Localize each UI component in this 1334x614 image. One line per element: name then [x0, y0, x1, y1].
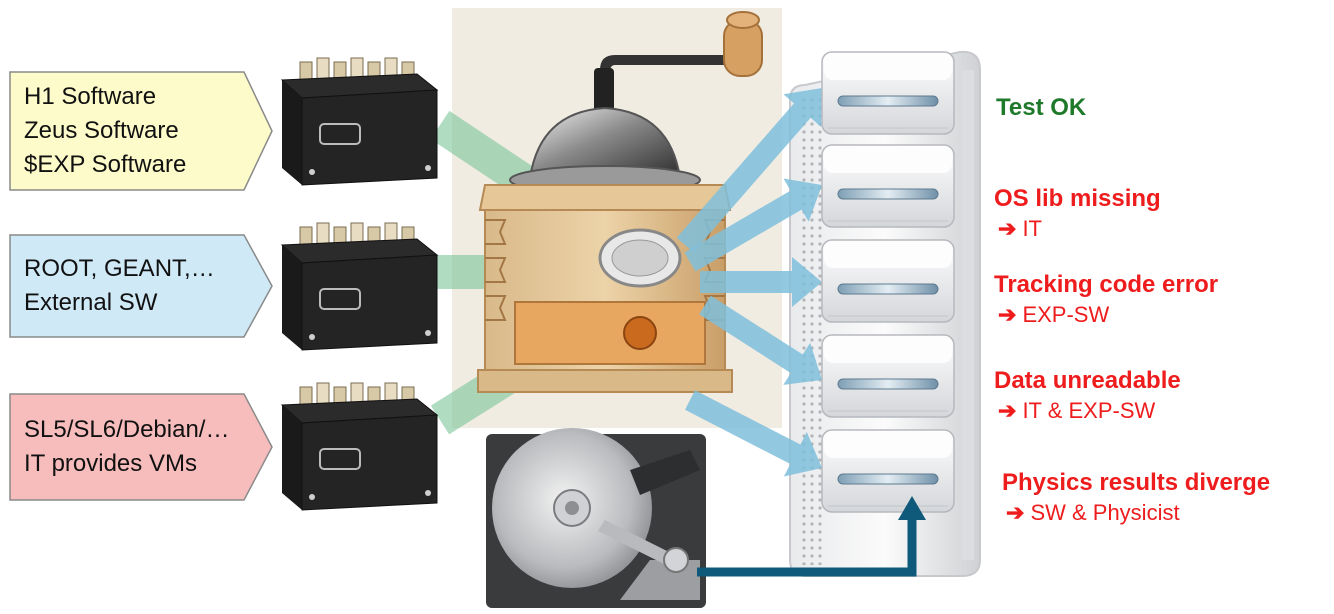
storage-link-arrow — [697, 520, 917, 577]
right-arrow-icon: ➔ — [998, 398, 1017, 423]
file-box-icon — [280, 222, 439, 351]
result-detail: ➔IT & EXP-SW — [994, 396, 1181, 426]
output-arrow-5 — [685, 390, 822, 477]
file-box-icon — [280, 382, 439, 511]
output-arrows — [676, 88, 822, 477]
file-box-icon — [280, 57, 439, 186]
input-tags — [9, 71, 273, 501]
output-arrow-1 — [676, 88, 822, 253]
coffee-grinder-icon — [477, 11, 763, 393]
result-owner: SW & Physicist — [1030, 500, 1180, 525]
result-title: Physics results diverge — [1002, 469, 1271, 496]
result-detail: ➔EXP-SW — [994, 300, 1218, 330]
input-tag-2-line: External SW — [24, 289, 158, 316]
input-tag-2-line: ROOT, GEANT,… — [24, 255, 215, 282]
result-4: Data unreadable➔IT & EXP-SW — [994, 366, 1181, 426]
result-detail: ➔IT — [994, 214, 1161, 244]
mac-mini-icon — [821, 429, 955, 513]
mac-mini-icon — [821, 334, 955, 418]
storage-link-arrowhead — [898, 496, 926, 520]
right-arrow-icon: ➔ — [998, 302, 1017, 327]
input-tag-1 — [9, 71, 273, 191]
result-owner: IT & EXP-SW — [1022, 398, 1156, 423]
input-tag-3-line: SL5/SL6/Debian/… — [24, 416, 230, 443]
right-arrow-icon: ➔ — [1006, 500, 1025, 525]
result-title: Test OK — [996, 94, 1087, 121]
result-detail: ➔SW & Physicist — [1002, 498, 1270, 528]
result-title: Tracking code error — [994, 271, 1219, 298]
input-tag-1-line: Zeus Software — [24, 117, 179, 144]
hard-disk-icon — [486, 428, 706, 608]
result-2: OS lib missing➔IT — [994, 184, 1161, 244]
input-tag-1-line: $EXP Software — [24, 151, 187, 178]
result-1: Test OK — [996, 93, 1086, 123]
input-tag-3-line: IT provides VMs — [24, 450, 197, 477]
input-tag-1-line: H1 Software — [24, 83, 157, 110]
right-arrow-icon: ➔ — [998, 216, 1017, 241]
result-5: Physics results diverge➔SW & Physicist — [1002, 468, 1270, 528]
output-arrow-2 — [684, 178, 822, 272]
input-tag-2 — [9, 234, 273, 338]
output-arrow-3 — [700, 257, 822, 307]
mac-mini-icon — [821, 51, 955, 135]
result-title: OS lib missing — [994, 185, 1161, 212]
servers — [821, 51, 955, 513]
output-arrow-4 — [699, 295, 822, 385]
result-3: Tracking code error➔EXP-SW — [994, 270, 1218, 330]
file-boxes — [280, 57, 439, 511]
input-tag-3 — [9, 393, 273, 501]
result-owner: IT — [1022, 216, 1042, 241]
result-title: Data unreadable — [994, 367, 1181, 394]
result-owner: EXP-SW — [1022, 302, 1110, 327]
mac-mini-icon — [821, 144, 955, 228]
mac-mini-icon — [821, 239, 955, 323]
